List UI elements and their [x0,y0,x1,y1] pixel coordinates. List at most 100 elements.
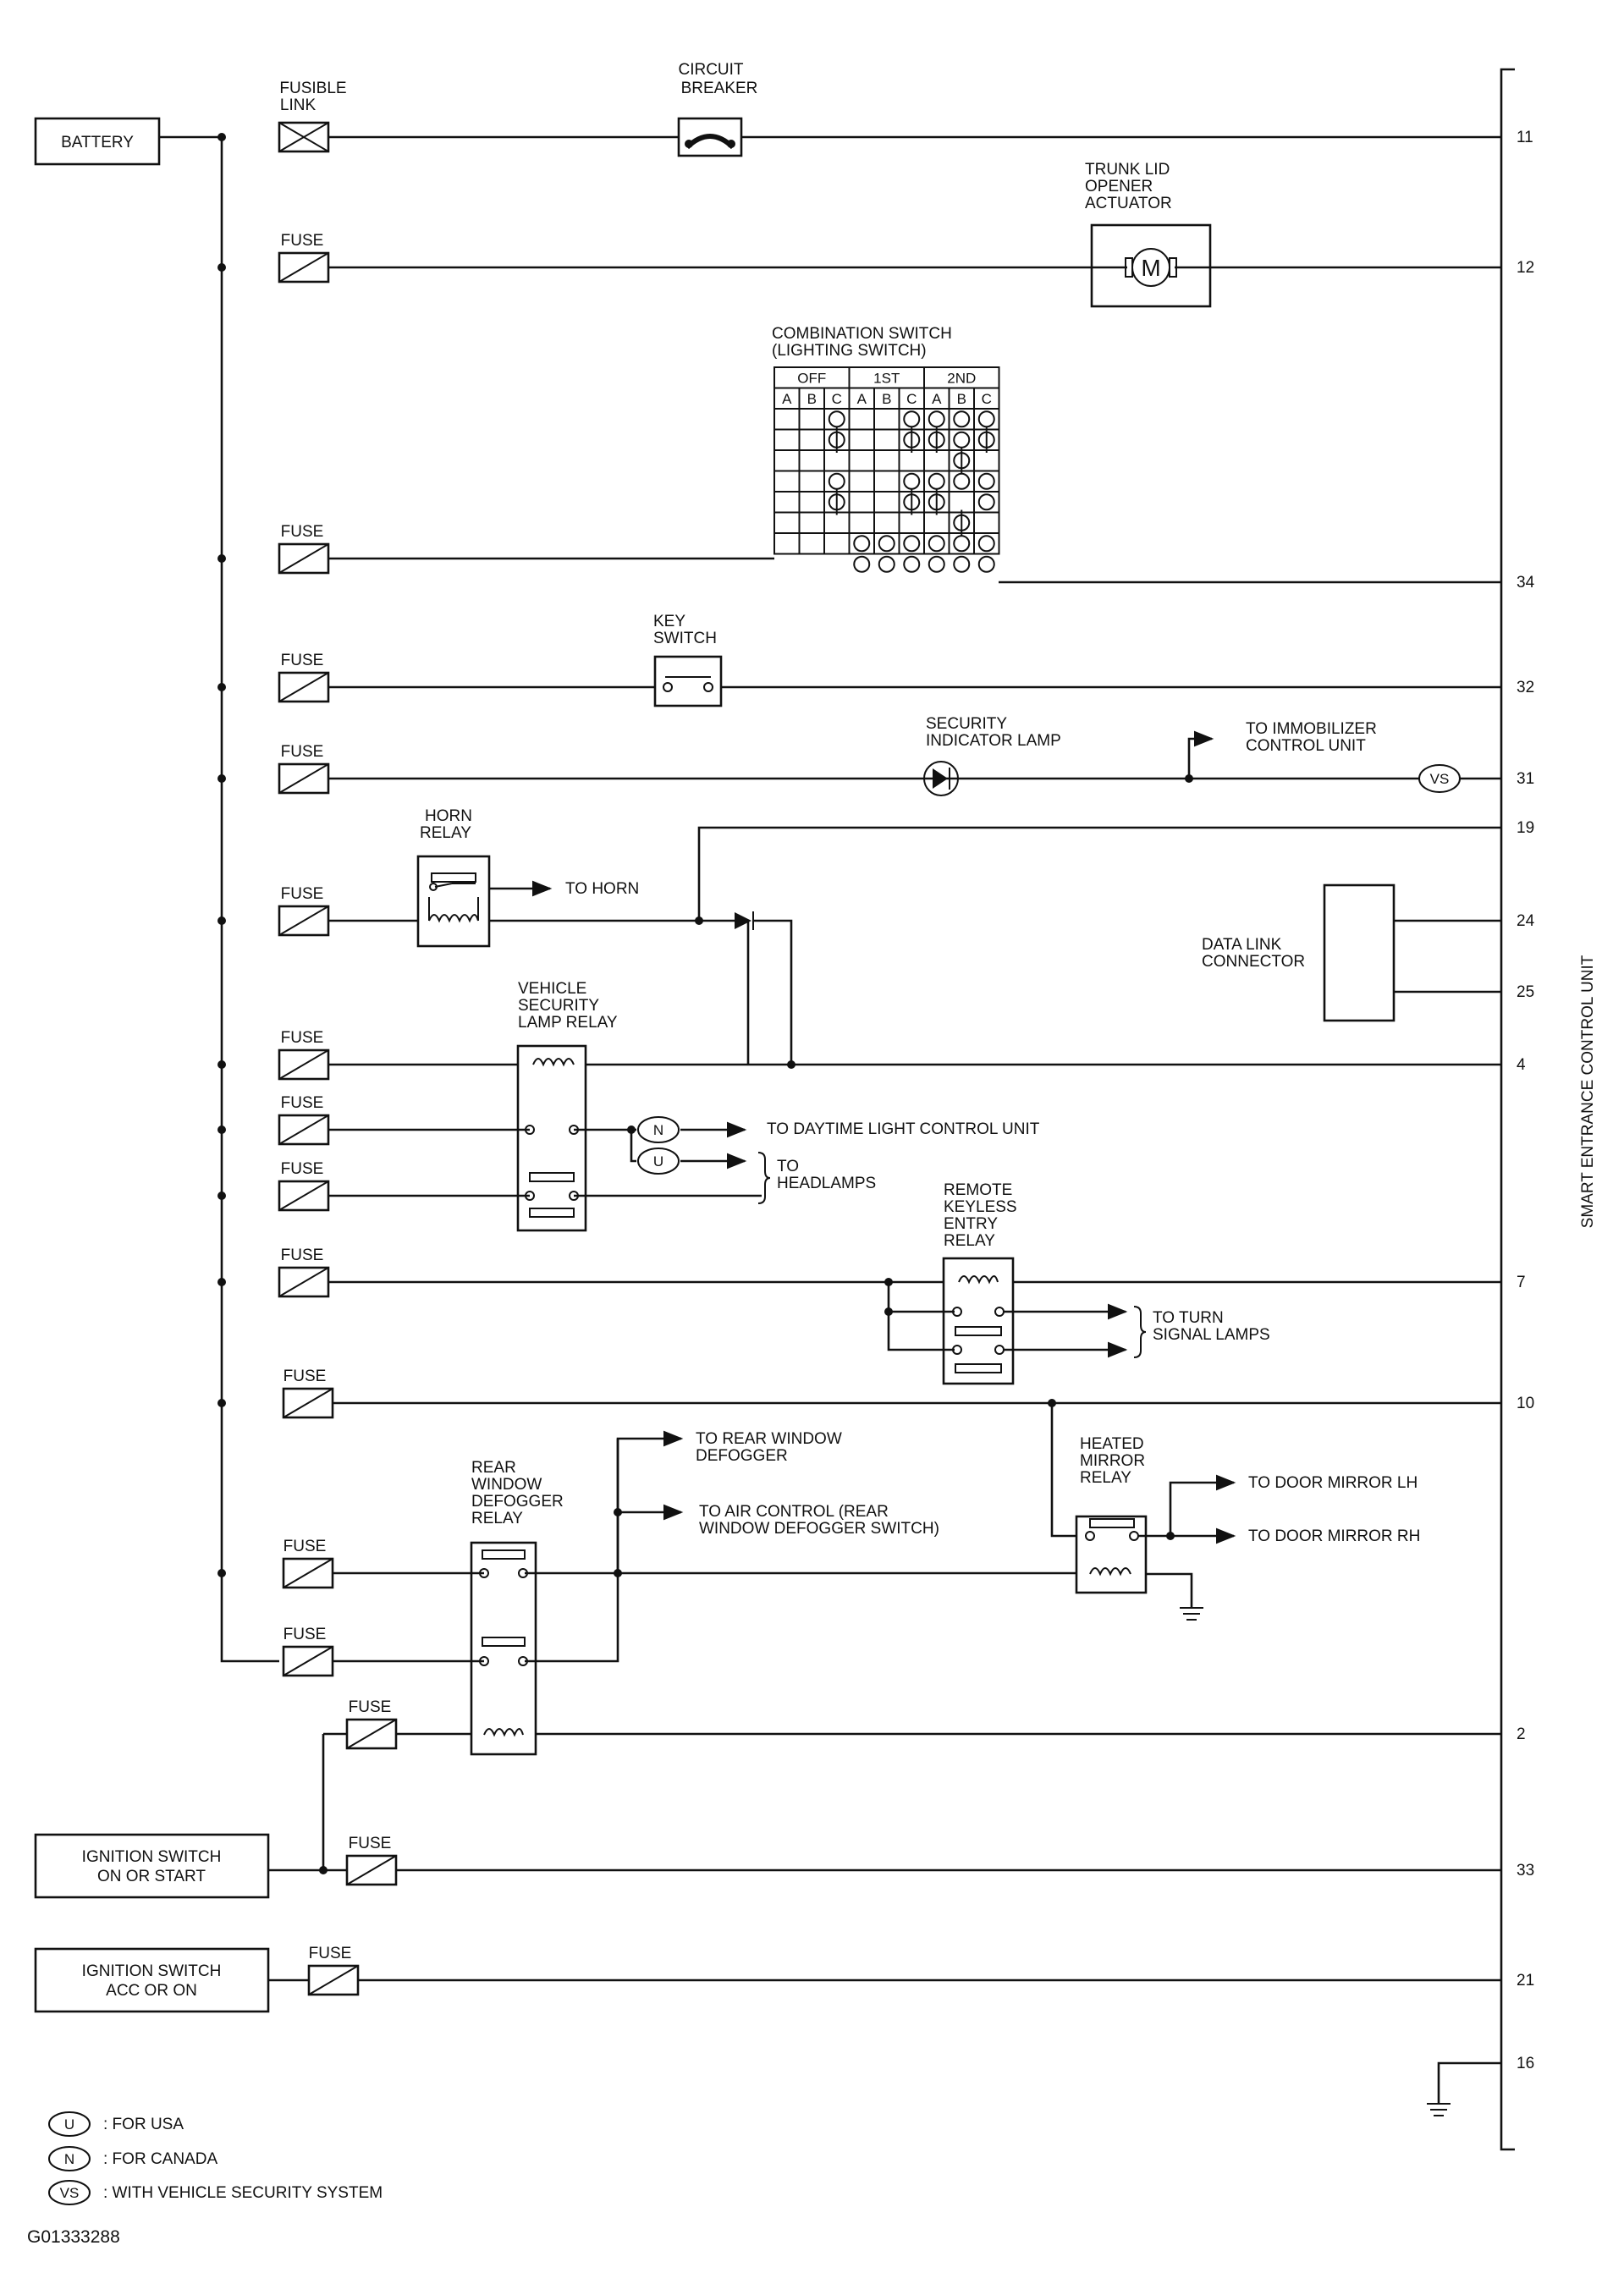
ignition-switch-on-box: IGNITION SWITCH ON OR START [34,1833,270,1899]
breaker-label-1: CIRCUIT [678,61,743,79]
trunk-label-2: OPENER [1085,178,1153,195]
vsl-label-2: SECURITY [518,997,599,1015]
switch-table-col-label: A [782,391,792,407]
battery-box: BATTERY [34,117,161,166]
switch-table-group-label: 1ST [873,371,900,387]
fuse-label: FUSE [281,1094,324,1112]
switch-contact [878,535,895,553]
control-unit-label: SMART ENTRANCE CONTROL UNIT [1579,955,1597,1228]
pin-2: 2 [1517,1725,1526,1743]
switch-table-col-label: C [906,391,917,407]
heated-label-2: MIRROR [1080,1452,1145,1470]
fuse-31: FUSE [278,743,330,795]
switch-contact [828,472,845,490]
air-label-1: TO AIR CONTROL (REAR [699,1503,889,1521]
battery-label: BATTERY [61,134,134,151]
horn-relay-label-2: RELAY [420,824,471,842]
switch-contact [953,410,971,428]
key-switch-label-2: SWITCH [653,630,717,647]
rke-label-4: RELAY [944,1232,995,1250]
data-link-connector: DATA LINK CONNECTOR [1202,883,1501,1022]
pin-32: 32 [1517,679,1534,696]
security-lamp-label-2: INDICATOR LAMP [926,732,1061,750]
pin-4: 4 [1517,1056,1526,1074]
switch-contact [903,535,921,553]
fuse-daytime: FUSE [278,1094,330,1146]
circuit-11: CIRCUIT BREAKER [328,61,1501,157]
vehicle-security-lamp-relay: VEHICLE SECURITY LAMP RELAY N U TO DAYTI… [328,980,1501,1232]
switch-contact [828,410,845,428]
ignition-switch-acc-box: IGNITION SWITCH ACC OR ON [34,1947,270,2013]
switch-table-col-label: B [957,391,966,407]
fuse-label: FUSE [309,1945,352,1962]
switch-contact [928,535,945,553]
fusible-link: FUSIBLE LINK [278,80,347,153]
security-lamp-label-1: SECURITY [926,715,1007,733]
pin-31: 31 [1517,770,1534,788]
legend: U : FOR USA N : FOR CANADA VS : WITH VEH… [48,2111,383,2205]
switch-table-col-label: A [857,391,867,407]
switch-table-col-label: B [807,391,817,407]
u-badge: U [653,1153,663,1170]
fuse-10: FUSE [282,1368,334,1419]
pin-19: 19 [1517,819,1534,837]
switch-contact [903,472,921,490]
fuse-label: FUSE [281,652,324,669]
switch-contact [853,535,871,553]
immobilizer-label-1: TO IMMOBILIZER [1246,720,1377,738]
ignition-circuits [268,1732,1501,2116]
ignition-on-label-1: IGNITION SWITCH [82,1848,222,1866]
vsl-label-1: VEHICLE [518,980,586,998]
heated-mirror-relay: HEATED MIRROR RELAY TO DOOR MIRROR LH TO… [333,1399,1501,1621]
switch-table-group-label: OFF [797,371,826,387]
headlamps-label-2: HEADLAMPS [777,1175,876,1192]
pin-21: 21 [1517,1972,1534,1990]
pin-16: 16 [1517,2055,1534,2072]
switch-contact [928,472,945,490]
fuse-label: FUSE [281,885,324,903]
pin-7: 7 [1517,1274,1526,1291]
fuse-headlamps: FUSE [278,1160,330,1212]
rear-relay-label-1: REAR [471,1459,516,1477]
fuse-label: FUSE [349,1835,392,1852]
fuse-horn: FUSE [278,885,330,937]
heated-label-3: RELAY [1080,1469,1131,1487]
fuse-defogger-2: FUSE [282,1626,334,1677]
vs-badge: VS [1430,771,1450,787]
headlamps-label-1: TO [777,1158,799,1175]
immobilizer-label-2: CONTROL UNIT [1246,737,1366,755]
rke-label-2: KEYLESS [944,1198,1017,1216]
rear-relay-label-2: WINDOW [471,1476,542,1494]
daytime-label: TO DAYTIME LIGHT CONTROL UNIT [767,1120,1040,1138]
pin-33: 33 [1517,1862,1534,1879]
pin-11: 11 [1517,129,1533,146]
battery-bus [159,133,279,1663]
pin-34: 34 [1517,574,1535,592]
figure-id: G01333288 [27,2227,120,2247]
switch-contact [977,472,995,490]
horn-relay-label-1: HORN [425,807,472,825]
fuse-label: FUSE [284,1368,327,1385]
switch-contact [853,555,871,573]
switch-contact [977,410,995,428]
ignition-acc-label-1: IGNITION SWITCH [82,1962,222,1980]
air-label-2: WINDOW DEFOGGER SWITCH) [699,1520,939,1538]
turn-label-2: SIGNAL LAMPS [1153,1326,1270,1344]
switch-contact [953,431,971,449]
legend-text-vs: : WITH VEHICLE SECURITY SYSTEM [103,2184,383,2202]
fuse-defogger-1: FUSE [282,1538,334,1589]
pin-24: 24 [1517,912,1535,930]
rke-label-1: REMOTE [944,1181,1012,1199]
horn-relay: HORN RELAY TO HORN [328,807,1501,1065]
comb-label-2: (LIGHTING SWITCH) [772,342,927,360]
fuse-33: FUSE [345,1835,398,1886]
remote-keyless-entry-relay: TO TURN SIGNAL LAMPS REMOTE KEYLESS ENTR… [328,1181,1501,1385]
rear-relay-label-4: RELAY [471,1510,523,1527]
fuse-label: FUSE [281,1029,324,1047]
key-switch-label-1: KEY [653,613,685,630]
legend-text-u: : FOR USA [103,2116,184,2133]
switch-contact [903,555,921,573]
switch-contact [903,410,921,428]
switch-contact [928,555,945,573]
